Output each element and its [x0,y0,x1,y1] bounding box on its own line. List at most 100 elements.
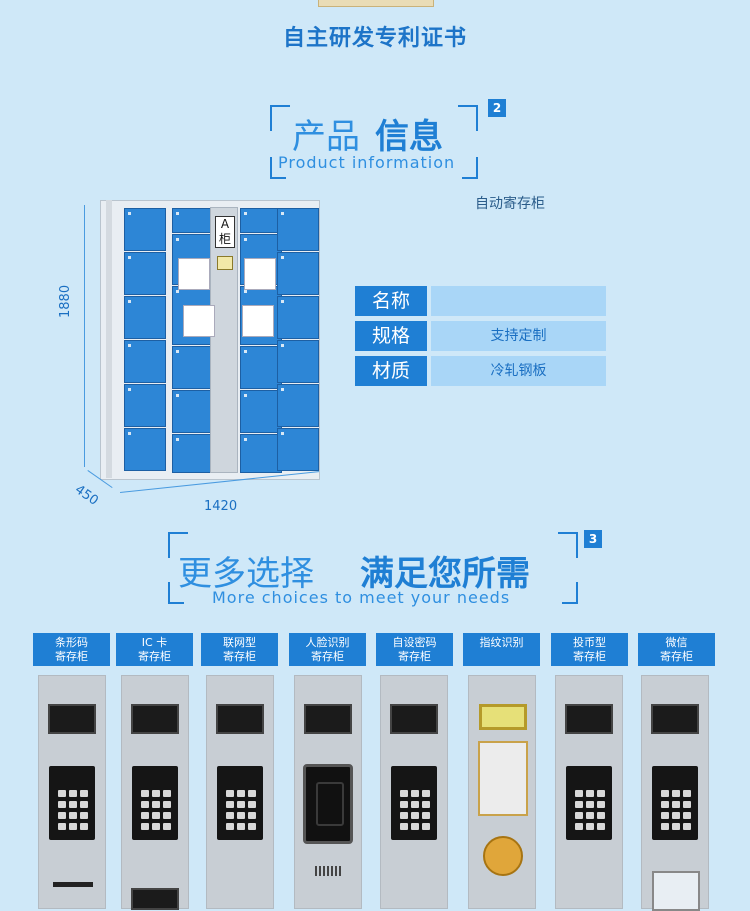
keypad-key [586,812,594,819]
type-label-line2: 寄存柜 [311,650,344,663]
keypad-key [683,812,691,819]
keypad [652,766,698,840]
type-image-wechat [641,675,709,911]
keypad [217,766,263,840]
keypad-key [400,790,408,797]
keypad-key [226,812,234,819]
dimension-width: 1420 [204,499,238,514]
section-subtitle: Product information [278,153,456,172]
keypad-key [58,801,66,808]
keypad-key [69,823,77,830]
keypad-key [152,801,160,808]
locker-door [124,428,166,471]
locker-screen [217,256,233,270]
keypad-key [152,823,160,830]
keypad-key [58,812,66,819]
type-label-line1: IC 卡 [141,636,168,649]
keypad-key [163,823,171,830]
locker-door [124,252,166,295]
locker-door [240,208,282,233]
keypad-key [152,812,160,819]
keypad-key [422,812,430,819]
type-label-line2: 寄存柜 [398,650,431,663]
locker-door [124,384,166,427]
keypad-key [80,823,88,830]
type-image-pin [380,675,448,909]
keypad-key [683,801,691,808]
keypad-key [237,812,245,819]
keypad-key [597,790,605,797]
keypad-key [575,812,583,819]
bracket-bottom-right [462,157,478,179]
locker-door [124,208,166,251]
keypad-key [597,801,605,808]
type-label-line2: 寄存柜 [660,650,693,663]
type-label-barcode[interactable]: 条形码寄存柜 [33,633,110,666]
type-label-ic[interactable]: IC 卡寄存柜 [116,633,193,666]
scanner-window [652,871,700,911]
display-screen [651,704,699,734]
keypad-key [422,790,430,797]
display-screen [131,704,179,734]
type-label-net[interactable]: 联网型寄存柜 [201,633,278,666]
keypad-key [575,823,583,830]
keypad-key [661,790,669,797]
keypad-key [422,801,430,808]
dimension-height: 1880 [58,284,73,318]
keypad-key [422,823,430,830]
keypad-key [248,801,256,808]
keypad-key [683,823,691,830]
keypad-key [661,812,669,819]
keypad [566,766,612,840]
locker-door [277,428,319,471]
type-image-ic [121,675,189,910]
spec-label-material: 材质 [355,356,427,386]
locker-notice [183,305,215,337]
type-label-line2: 寄存柜 [573,650,606,663]
locker-door [172,390,214,433]
locker-notice [178,258,210,290]
type-label-pin[interactable]: 自设密码寄存柜 [376,633,453,666]
type-label-wechat[interactable]: 微信寄存柜 [638,633,715,666]
keypad-key [69,812,77,819]
type-label-face[interactable]: 人脸识别寄存柜 [289,633,366,666]
section-title-bold: 信息 [375,117,443,157]
keypad-key [586,823,594,830]
keypad-key [575,801,583,808]
section-more-choices-heading: 更多选择 满足您所需 More choices to meet your nee… [168,530,602,607]
locker-column [172,208,214,474]
keypad [391,766,437,840]
locker-door [240,390,282,433]
keypad-key [141,823,149,830]
keypad-key [672,812,680,819]
locker-door [124,296,166,339]
keypad-key [226,801,234,808]
certificate-frame-edge [318,0,434,7]
bracket-bottom-left [168,582,184,604]
display-screen [304,704,352,734]
locker-door [277,340,319,383]
keypad-key [248,823,256,830]
type-image-barcode [38,675,106,909]
bracket-top-right [558,532,578,558]
spec-value-name [431,286,606,316]
keypad-key [237,823,245,830]
type-label-line1: 指纹识别 [479,636,524,649]
dimension-line-height [84,205,85,467]
keypad-key [248,812,256,819]
keypad-key [141,812,149,819]
type-label-fingerprint[interactable]: 指纹识别 [463,633,540,666]
locker-door [172,434,214,473]
section-product-information-heading: 产品 信息 Product information 2 [270,99,510,180]
keypad-key [661,823,669,830]
locker-control-panel [210,207,238,473]
display-screen [48,704,96,734]
type-label-coin[interactable]: 投币型寄存柜 [551,633,628,666]
speaker-grille [315,866,343,876]
barcode-printer-slot [53,882,93,887]
type-label-line1: 自设密码 [392,636,437,649]
keypad-key [163,790,171,797]
dimension-depth: 450 [71,482,101,509]
spec-value-material: 冷轧钢板 [431,356,606,386]
locker-column [277,208,319,474]
